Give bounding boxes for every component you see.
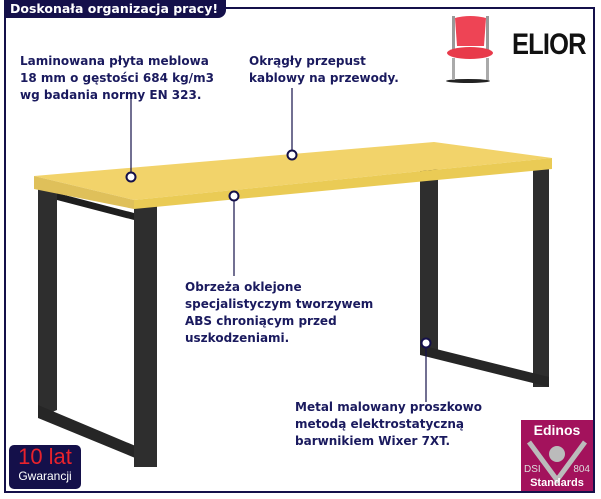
callout-line: barwnikiem Wixer 7XT. bbox=[295, 434, 451, 448]
certificate-code-right: 804 bbox=[573, 464, 590, 475]
callout-metal: Metal malowany proszkowo metodą elektros… bbox=[295, 399, 482, 450]
callout-line: Obrzeża oklejone bbox=[185, 280, 302, 294]
callout-line: uszkodzeniami. bbox=[185, 331, 290, 345]
certificate-code-left: DSI bbox=[524, 464, 541, 475]
callout-line: Okrągły przepust bbox=[249, 54, 366, 68]
certificate-badge: Edinos DSI 804 Standards bbox=[521, 420, 593, 491]
content-frame bbox=[4, 7, 595, 493]
callout-pointers bbox=[125, 88, 432, 402]
callout-line: Laminowana płyta meblowa bbox=[20, 54, 209, 68]
callout-line: wg badania normy EN 323. bbox=[20, 88, 202, 102]
warranty-years: 10 lat bbox=[18, 444, 72, 469]
left-back-leg bbox=[38, 189, 57, 418]
right-back-leg bbox=[533, 160, 549, 387]
right-bottom-rail bbox=[420, 345, 549, 387]
callout-line: metodą elektrostatyczną bbox=[295, 417, 465, 431]
right-front-leg bbox=[420, 158, 438, 355]
certificate-emblem-icon bbox=[526, 440, 588, 485]
warranty-badge: 10 lat Gwarancji bbox=[9, 445, 81, 489]
certificate-title: Edinos bbox=[533, 422, 581, 438]
warranty-label: Gwarancji bbox=[18, 469, 72, 483]
desk-legs bbox=[38, 158, 549, 467]
chair-icon bbox=[446, 16, 493, 83]
callout-line: specjalistyczym tworzywem bbox=[185, 297, 374, 311]
callout-line: kablowy na przewody. bbox=[249, 71, 399, 85]
left-bottom-rail bbox=[38, 405, 157, 467]
callout-line: Metal malowany proszkowo bbox=[295, 400, 483, 414]
page-title: Doskonała organizacja pracy! bbox=[4, 0, 227, 18]
certificate-subtitle: Standards bbox=[530, 477, 584, 489]
callout-laminate: Laminowana płyta meblowa 18 mm o gęstośc… bbox=[20, 53, 214, 104]
callout-line: 18 mm o gęstości 684 kg/m3 bbox=[20, 71, 214, 85]
callout-line: ABS chroniącym przed bbox=[185, 314, 337, 328]
callout-edges: Obrzeża oklejone specjalistyczym tworzyw… bbox=[185, 279, 373, 347]
callout-cable-port: Okrągły przepust kablowy na przewody. bbox=[249, 53, 399, 87]
left-front-leg bbox=[134, 203, 157, 467]
brand-logo-text: ELIOR bbox=[512, 28, 587, 61]
